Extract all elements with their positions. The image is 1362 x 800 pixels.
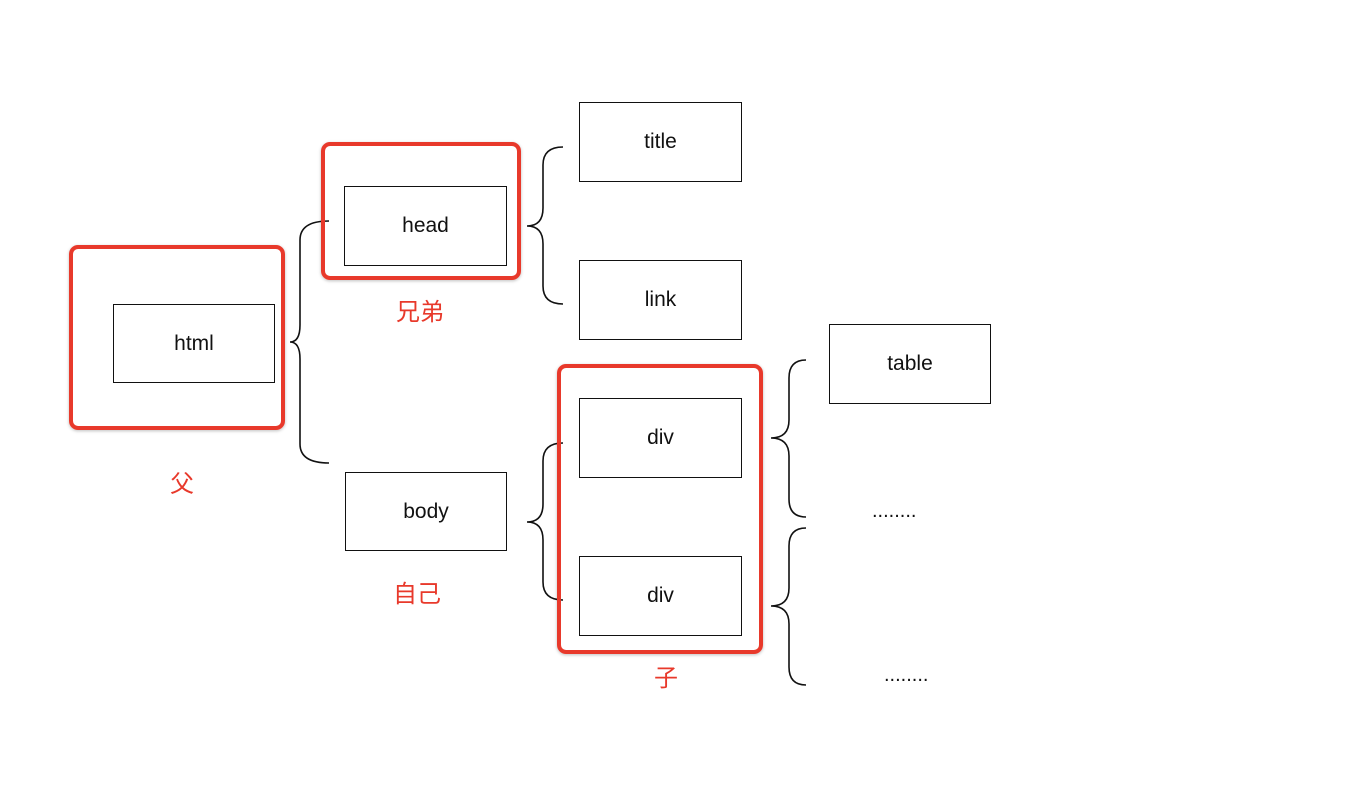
node-title: title (579, 102, 742, 182)
label-child: 子 (654, 664, 678, 692)
label-sibling: 兄弟 (396, 298, 444, 326)
ellipsis-2: ........ (884, 664, 929, 686)
node-link: link (579, 260, 742, 340)
label-parent: 父 (170, 470, 194, 498)
brace-head-children (526, 146, 564, 305)
brace-div2-children (770, 527, 807, 686)
child-highlight (557, 364, 763, 654)
sibling-highlight (321, 142, 521, 280)
label-self: 自己 (393, 580, 441, 608)
node-body: body (345, 472, 507, 551)
brace-html-children (289, 220, 330, 464)
brace-body-children (526, 442, 564, 601)
parent-highlight (69, 245, 285, 430)
ellipsis-1: ........ (872, 500, 917, 522)
node-div-2: div (579, 556, 742, 636)
node-div-1: div (579, 398, 742, 478)
node-table: table (829, 324, 991, 404)
node-html: html (113, 304, 275, 383)
node-head: head (344, 186, 507, 266)
brace-div1-children (770, 359, 807, 518)
